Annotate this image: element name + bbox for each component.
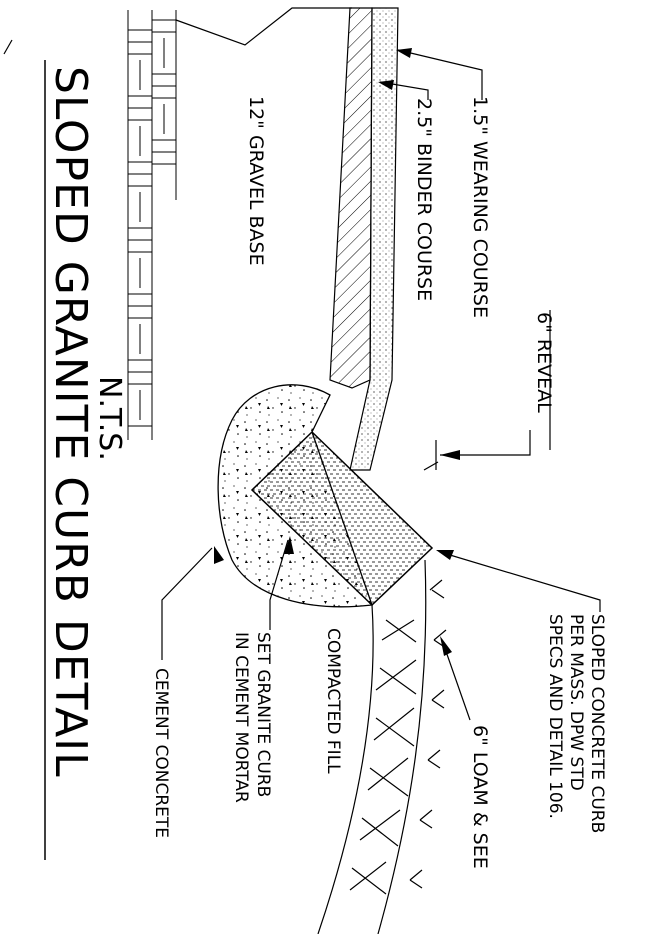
label-curb-line3: SPECS AND DETAIL 106. [545,614,565,819]
arrowheads [214,48,460,656]
label-set-line1: SET GRANITE CURB [253,632,273,797]
gravel-base-hatch [127,10,177,440]
scale-note: N.T.S. [92,376,127,461]
label-wearing-course: 1.5" WEARING COURSE [469,96,491,318]
label-gravel-base: 12" GRAVEL BASE [245,96,267,266]
label-reveal: 6" REVEAL [533,312,555,413]
loam-slope [317,559,447,934]
label-binder-course: 2.5" BINDER COURSE [413,98,435,301]
label-loam: 6" LOAM & SEE [469,725,491,869]
corner-tick [3,39,13,55]
break-line [175,7,352,46]
label-compacted-fill: COMPACTED FILL [323,628,343,774]
binder-course-layer [329,7,373,389]
label-cement-concrete: CEMENT CONCRETE [151,668,171,838]
leader-lines [161,49,601,721]
title-text: SLOPED GRANITE CURB DETAIL [45,66,96,778]
label-set-line2: IN CEMENT MORTAR [231,632,251,803]
wearing-course-layer [349,7,399,471]
label-curb-line1: SLOPED CONCRETE CURB [587,614,607,833]
label-curb-line2: PER MASS. DPW STD [566,614,586,791]
